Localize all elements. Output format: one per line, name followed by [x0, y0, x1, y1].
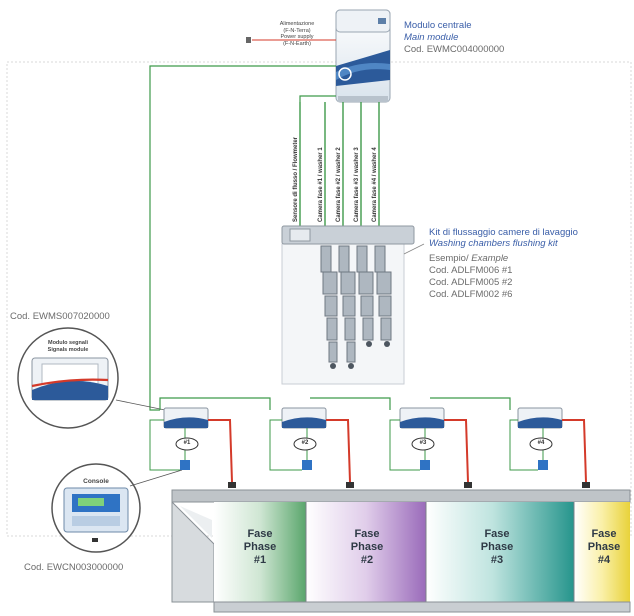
sensor-station-4 — [509, 407, 590, 488]
console-zoom — [51, 463, 141, 553]
example-it: Esempio/ — [429, 253, 469, 264]
power-label: Alimentazione (F-N-Terra) Power supply (… — [262, 21, 332, 47]
flushing-kit-code-2: Cod. ADLFM005 #2 — [429, 277, 513, 288]
phase-label-4: Fase Phase #4 — [580, 528, 628, 567]
phase-1-line2: Phase — [243, 541, 277, 553]
sensor-station-1 — [149, 407, 236, 488]
flushing-kit-code-3: Cod. ADLFM002 #6 — [429, 289, 513, 300]
console-leader-line — [129, 469, 183, 487]
flushing-kit-title-en: Washing chambers flushing kit — [429, 238, 558, 249]
power-label-it-sub: (F-N-Terra) — [283, 27, 311, 34]
zoom-leader-line — [115, 399, 166, 411]
power-plug-icon — [246, 37, 251, 43]
sensor-number-2: #2 — [301, 440, 309, 446]
cable-bundle — [299, 95, 380, 226]
phase-2-num: #2 — [360, 554, 374, 566]
phase-1-num: #1 — [253, 554, 267, 566]
phase-label-3: Fase Phase #3 — [473, 528, 521, 567]
flushing-kit-example: Esempio/ Example — [429, 253, 508, 264]
phase-4-line1: Fase — [591, 528, 617, 540]
phase-label-2: Fase Phase #2 — [343, 528, 391, 567]
main-module-title-en: Main module — [404, 32, 459, 43]
example-en: Example — [471, 253, 509, 264]
cable-label-washer-3: Camera fase #3 / washer 3 — [354, 147, 360, 222]
cable-label-washer-2: Camera fase #2 / washer 2 — [336, 147, 342, 222]
sensor-stations — [149, 397, 590, 488]
console-title: Console — [83, 478, 109, 485]
signals-module-code: Cod. EWMS007020000 — [10, 311, 110, 322]
kit-leader-line — [403, 243, 425, 255]
power-label-it: Alimentazione — [279, 21, 315, 27]
phase-1-line1: Fase — [247, 528, 273, 540]
cable-label-flowmeter: Sensore di flusso / Flowmeter — [293, 136, 299, 222]
phase-block-1 — [214, 502, 306, 602]
flushing-kit-code-1: Cod. ADLFM006 #1 — [429, 265, 513, 276]
sensor-number-3: #3 — [419, 440, 427, 446]
signals-module-zoom — [17, 327, 119, 429]
phase-2-line1: Fase — [354, 528, 380, 540]
phase-block-4 — [574, 502, 630, 602]
phase-3-num: #3 — [490, 554, 504, 566]
sensor-number-4: #4 — [537, 440, 545, 446]
signals-module-title-it: Modulo segnali — [47, 340, 89, 346]
phase-4-line2: Phase — [587, 541, 621, 553]
cable-label-washer-1: Camera fase #1 / washer 1 — [318, 147, 324, 222]
sensor-station-2 — [269, 407, 354, 488]
power-label-en: Power supply — [280, 34, 314, 40]
main-module-code: Cod. EWMC004000000 — [404, 44, 505, 55]
signals-module-title-en: Signals module — [47, 346, 89, 353]
main-module-title-it: Modulo centrale — [404, 20, 472, 31]
power-label-en-sub: (F-N-Earth) — [283, 40, 311, 47]
phase-2-line2: Phase — [350, 541, 384, 553]
phase-4-num: #4 — [597, 554, 611, 566]
phase-block-2 — [306, 502, 426, 602]
flushing-kit-title-it: Kit di flussaggio camere di lavaggio — [429, 227, 578, 238]
washing-machine — [171, 489, 631, 613]
phase-3-line1: Fase — [484, 528, 510, 540]
signals-module-label: Modulo segnali Signals module — [40, 340, 96, 353]
main-module — [335, 9, 391, 103]
green-wire-main — [149, 65, 336, 411]
phase-block-3 — [426, 502, 574, 602]
phase-label-1: Fase Phase #1 — [236, 528, 284, 567]
phase-3-line2: Phase — [480, 541, 514, 553]
cable-label-washer-4: Camera fase #4 / washer 4 — [372, 147, 378, 222]
sensor-number-1: #1 — [183, 440, 191, 446]
flushing-kit — [281, 225, 415, 385]
console-code: Cod. EWCN003000000 — [24, 562, 124, 573]
